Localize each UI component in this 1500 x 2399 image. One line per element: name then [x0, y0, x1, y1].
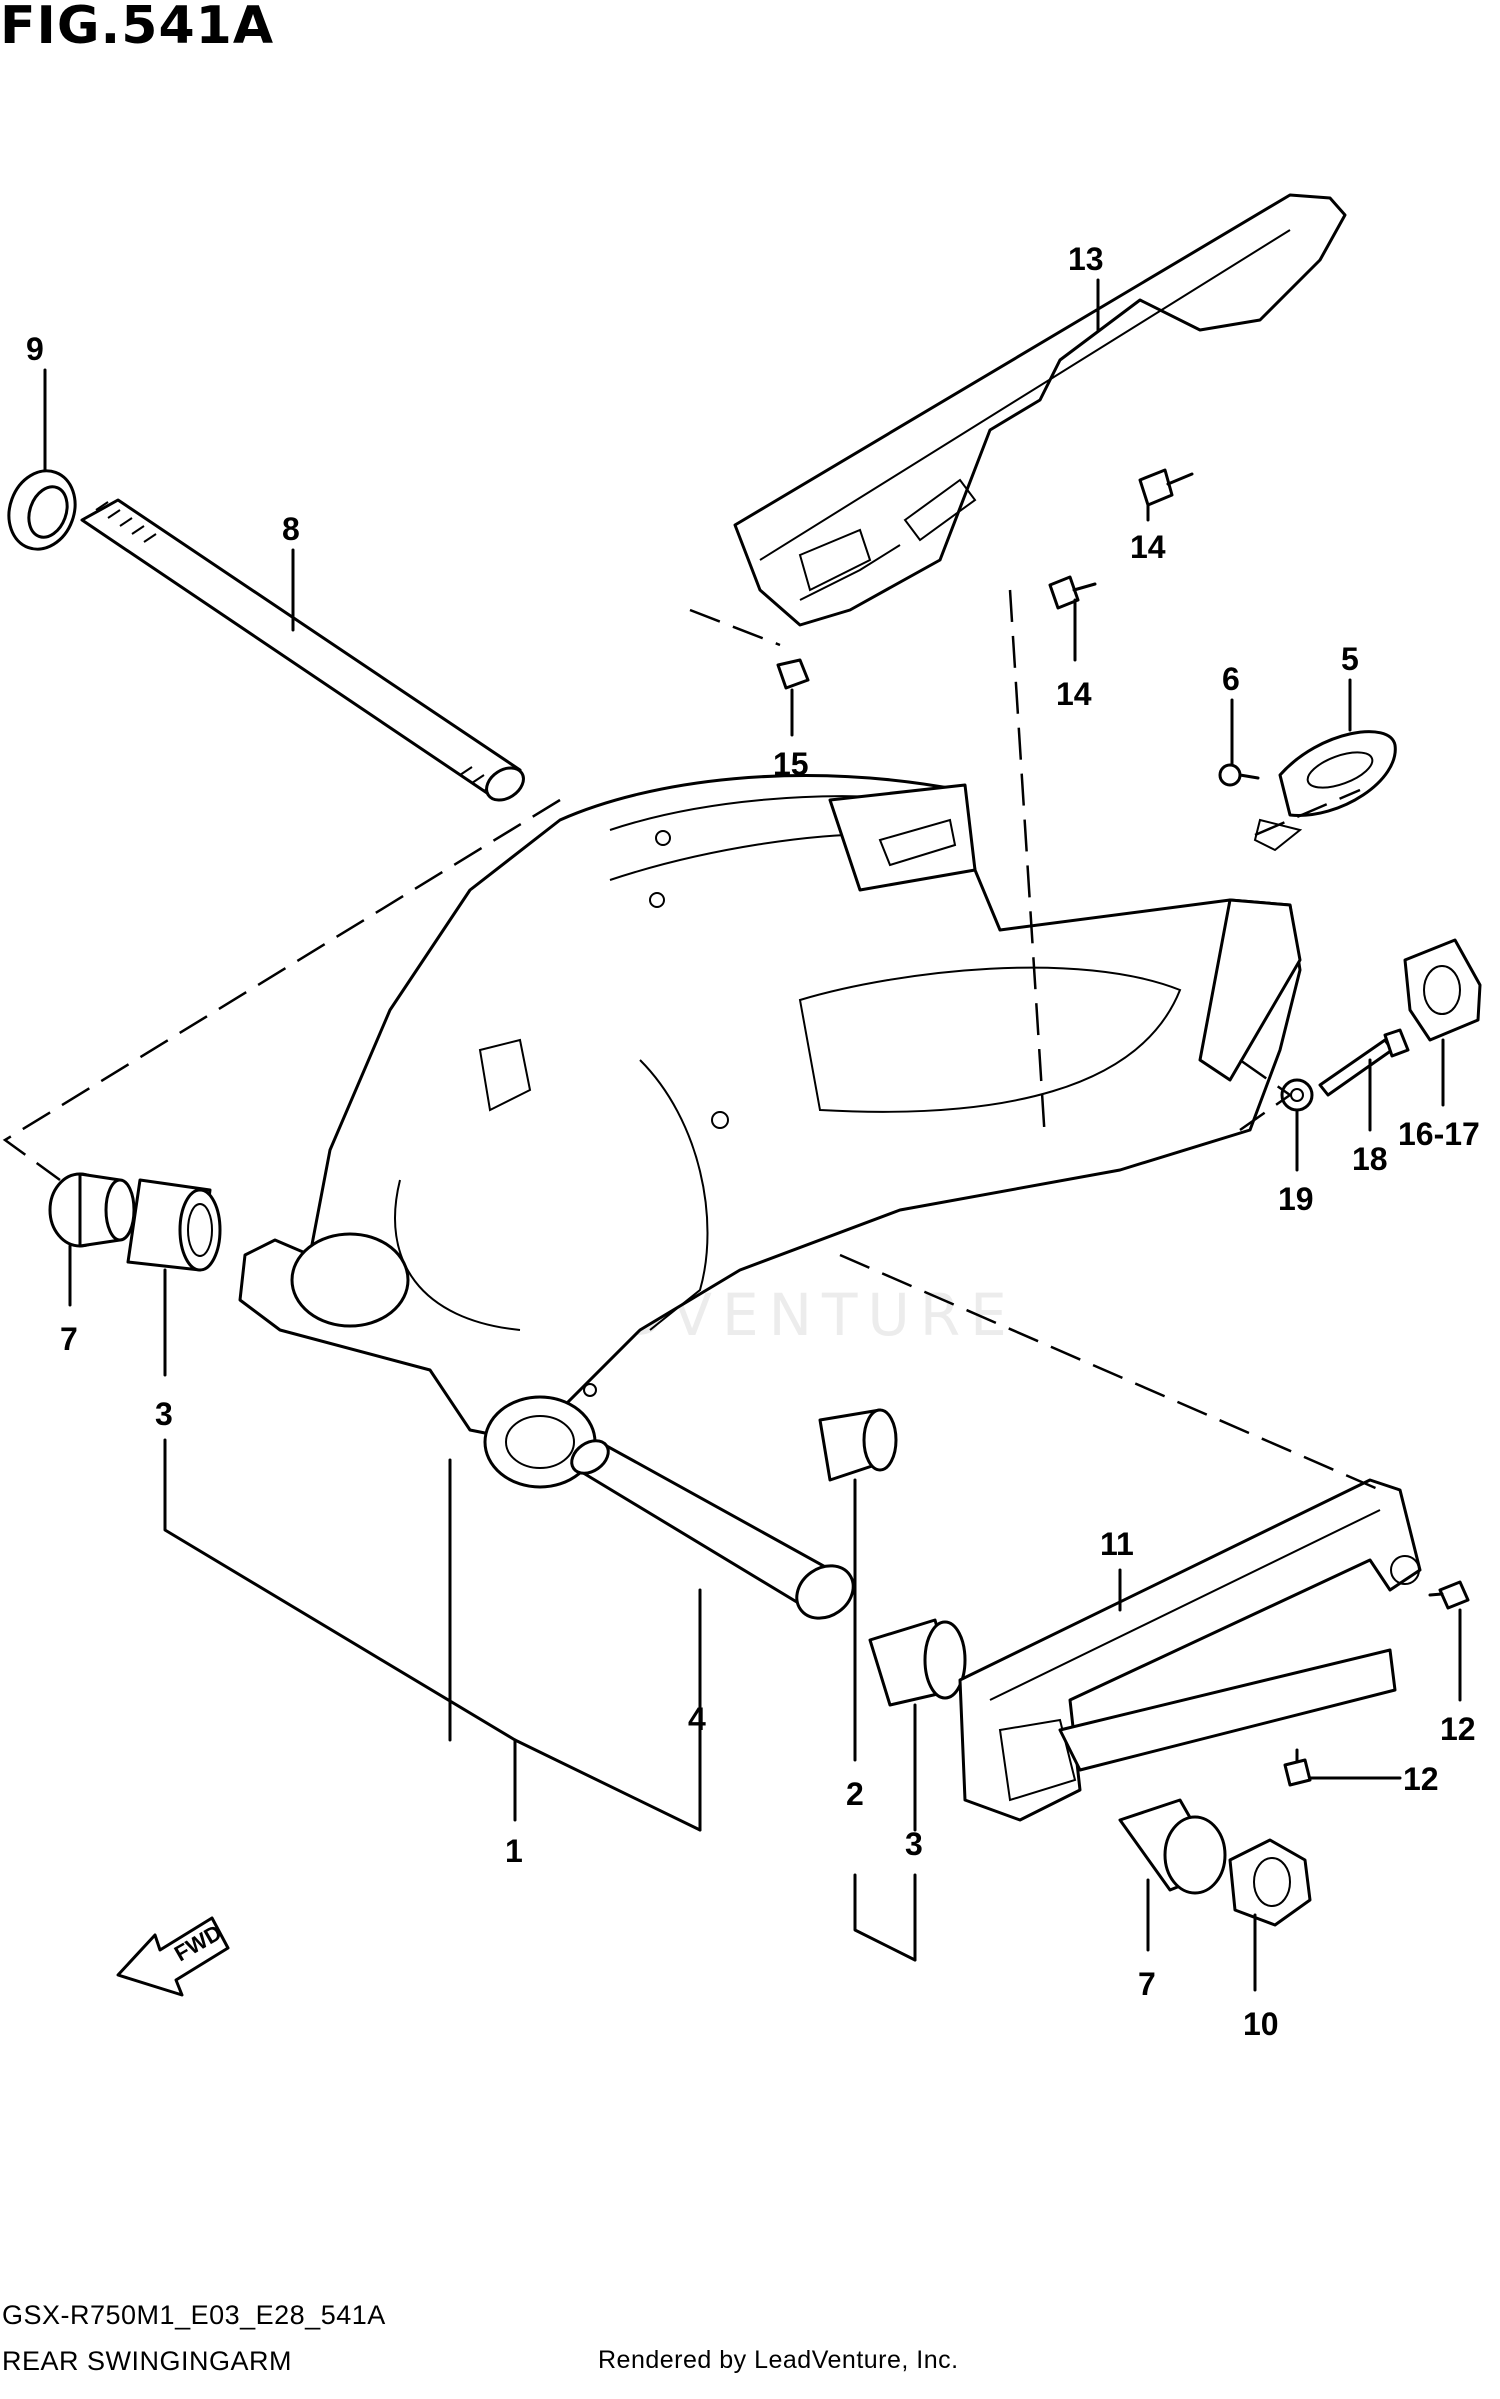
bolt-part-12-lower[interactable] — [1283, 1748, 1312, 1787]
callout-18: 18 — [1352, 1141, 1388, 1177]
bushing-part-7-left[interactable] — [48, 1172, 136, 1248]
callout-14-lower: 14 — [1056, 676, 1092, 712]
callout-3-left: 3 — [155, 1396, 173, 1432]
callout-2: 2 — [846, 1776, 864, 1812]
callout-14-upper: 14 — [1130, 529, 1166, 565]
callout-labels: 9 8 13 14 14 15 6 5 16-17 18 19 7 3 4 1 … — [26, 241, 1480, 2042]
bolt-part-12-upper[interactable] — [1428, 1580, 1470, 1610]
callout-6: 6 — [1222, 661, 1240, 697]
callout-12-lower: 12 — [1403, 1761, 1439, 1797]
bolt-part-14-upper[interactable] — [1138, 468, 1194, 507]
callout-10: 9 — [26, 331, 44, 367]
figure-title: FIG.541A — [0, 0, 275, 56]
forward-direction-arrow: FWD — [116, 1916, 230, 1997]
callout-7-right: 7 — [1138, 1966, 1156, 2002]
diagram-name: REAR SWINGINGARM — [2, 2346, 293, 2376]
lock-nut-part-10[interactable] — [0, 461, 86, 558]
callout-11: 11 — [1100, 1526, 1134, 1562]
callout-9: 10 — [1243, 2006, 1279, 2042]
callout-4: 4 — [688, 1701, 706, 1737]
callout-13: 13 — [1068, 241, 1104, 277]
adjuster-block-part-16-17[interactable] — [1403, 938, 1482, 1042]
callout-5: 5 — [1341, 641, 1359, 677]
callout-7-left: 7 — [60, 1321, 78, 1357]
callout-8: 8 — [282, 511, 300, 547]
callout-19: 19 — [1278, 1181, 1314, 1217]
alignment-dash-lines — [2, 589, 1381, 1492]
pivot-shaft-part-8[interactable] — [80, 498, 529, 807]
clip-part-15[interactable] — [776, 658, 810, 690]
adjuster-bolt-part-18[interactable] — [1318, 1028, 1410, 1097]
bearing-part-3-right[interactable] — [868, 1618, 967, 1707]
nut-part-19[interactable] — [1280, 1078, 1314, 1112]
bushing-part-7-right[interactable] — [1118, 1798, 1227, 1895]
needle-bearing-part-2[interactable] — [818, 1408, 898, 1482]
callout-12-upper: 12 — [1440, 1711, 1476, 1747]
bearing-part-3-left[interactable] — [126, 1178, 222, 1272]
chain-buffer-part-11[interactable] — [958, 1478, 1422, 1822]
diagram-code: GSX-R750M1_E03_E28_541A — [2, 2300, 386, 2330]
callout-leader-lines — [43, 278, 1462, 1992]
swingarm-body-part-1[interactable] — [238, 774, 1302, 1489]
nut-part-9[interactable] — [1228, 1838, 1312, 1927]
callout-3-right: 3 — [905, 1826, 923, 1862]
callout-15: 15 — [773, 746, 809, 782]
chain-cover-part-13[interactable] — [733, 193, 1347, 627]
bolt-part-14-lower[interactable] — [1048, 575, 1097, 610]
screw-part-6[interactable] — [1218, 763, 1260, 787]
callout-1: 1 — [505, 1833, 523, 1869]
callout-16-17: 16-17 — [1398, 1116, 1480, 1152]
spacer-tube-part-4[interactable] — [566, 1434, 864, 1629]
render-credit: Rendered by LeadVenture, Inc. — [598, 2346, 959, 2374]
chain-guide-plate-part-5[interactable] — [1253, 730, 1397, 852]
